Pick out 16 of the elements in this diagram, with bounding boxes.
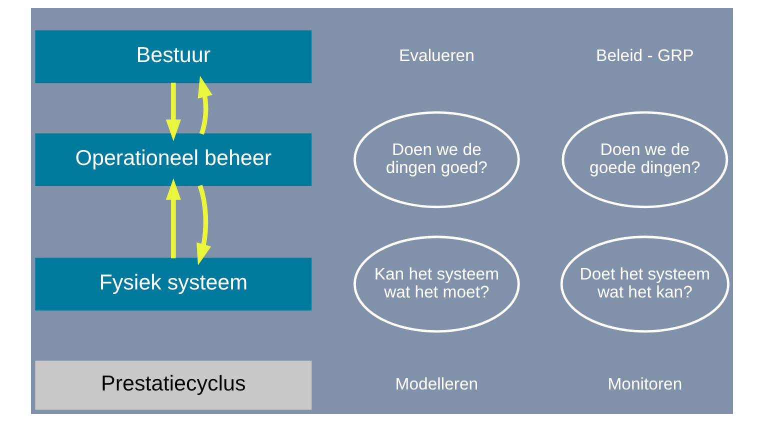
label: Beleid - GRP [596,46,694,66]
arrow [197,76,212,135]
node-box: Prestatiecyclus [34,360,312,410]
node-ellipse: Doen we de goede dingen? [561,111,728,208]
node-box: Bestuur [34,30,312,84]
label: Evalueren [398,46,474,66]
arrow [196,184,211,266]
node-ellipse: Doen we de dingen goed? [353,111,520,208]
node-ellipse: Kan het systeem wat het moet? [353,236,520,333]
label: Modelleren [394,374,478,394]
arrow [165,178,180,258]
node-box: Fysiek systeem [34,258,312,310]
node-ellipse: Doet het systeem wat het kan? [560,236,729,333]
label: Monitoren [607,374,682,394]
arrow [165,82,180,142]
node-box: Operationeel beheer [34,133,312,186]
